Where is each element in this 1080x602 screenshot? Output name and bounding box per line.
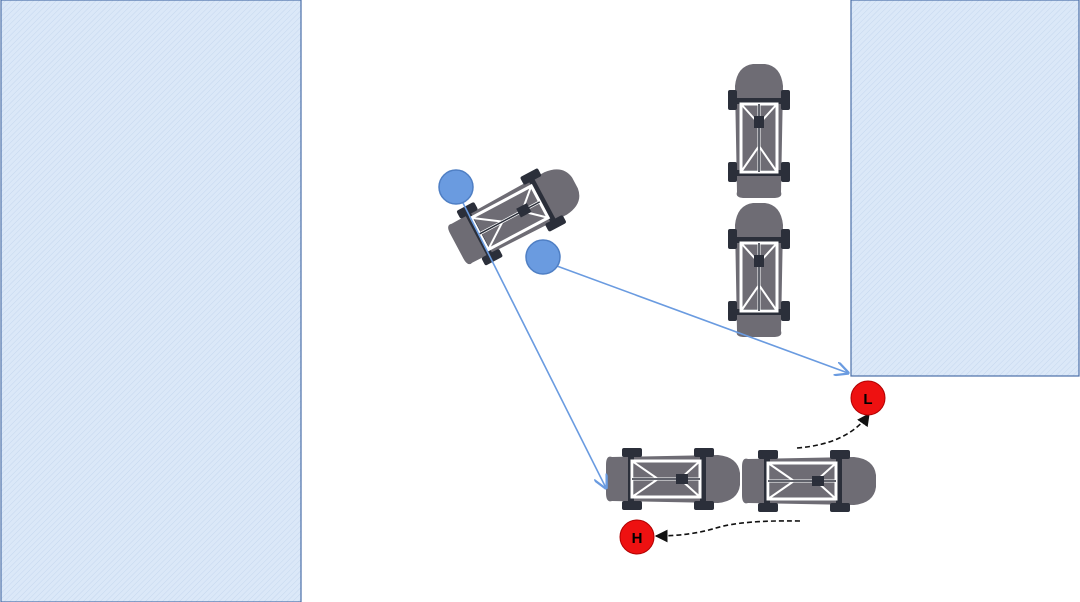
- contact-point-side-icon: [525, 239, 561, 275]
- parked-car-upper-icon: [726, 62, 792, 200]
- parked-car-lower-icon: [726, 201, 792, 339]
- marker-l: L: [850, 380, 886, 416]
- dashed-arrow-to-h: [654, 520, 801, 543]
- marker-h: H: [619, 519, 655, 555]
- marker-l-label: L: [863, 391, 872, 408]
- bottom-car-left-icon: [604, 446, 742, 512]
- marker-l-circle-icon: [850, 380, 886, 416]
- bottom-car-right-icon: [740, 448, 878, 514]
- left-obstacle-zone: [0, 0, 302, 602]
- marker-h-circle-icon: [619, 519, 655, 555]
- dashed-arrow-to-l: [796, 412, 870, 449]
- right-obstacle-zone: [850, 0, 1080, 377]
- marker-h-label: H: [632, 530, 643, 547]
- projection-arrow-right: [545, 261, 848, 373]
- contact-point-rear-icon: [438, 169, 474, 205]
- projection-arrow-left: [457, 192, 606, 488]
